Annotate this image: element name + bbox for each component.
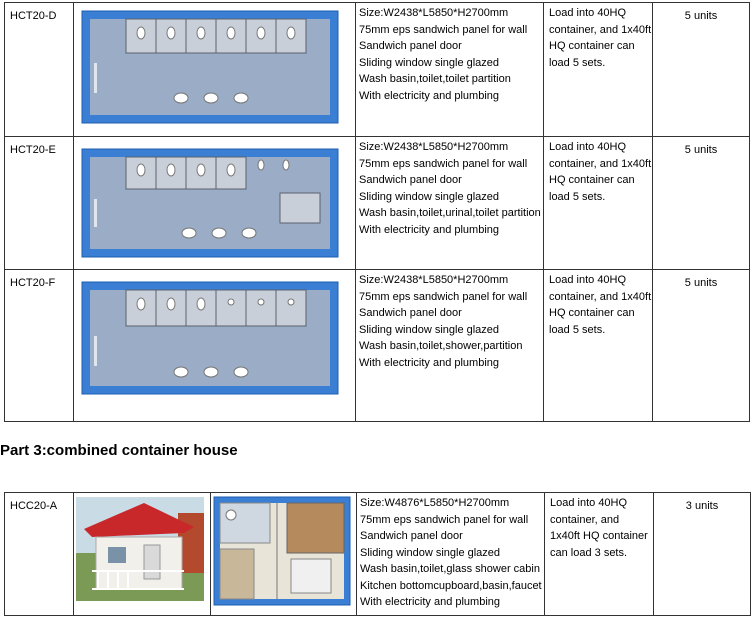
loading-line: HQ container can [549, 307, 635, 319]
loading-line: load 5 sets. [549, 56, 606, 69]
unit-count: 5 units [652, 2, 750, 137]
loading-line: 1x40ft HQ container [550, 530, 648, 542]
spec-line: Size:W2438*L5850*H2700mm [359, 141, 509, 153]
spec-line: Size:W4876*L5850*H2700mm [360, 497, 510, 509]
unit-count: 5 units [652, 136, 750, 270]
spec-line: Wash basin,toilet,urinal,toilet partitio… [359, 207, 541, 219]
loading-line: Load into 40HQ [550, 497, 628, 509]
spec-line: With electricity and plumbing [359, 89, 500, 102]
loading-line: container, and [550, 513, 620, 526]
loading-line: load 5 sets. [549, 190, 606, 203]
combined-house-table: HCC20-A [4, 492, 751, 616]
spec-line: Sliding window single glazed [360, 546, 501, 559]
spec-line: Sliding window single glazed [359, 323, 500, 336]
spec-line: Size:W2438*L5850*H2700mm [359, 274, 509, 286]
loading-info: Load into 40HQ container, and 1x40ft HQ … [543, 136, 653, 270]
section-title: Part 3:combined container house [0, 442, 238, 459]
spec-line: 75mm eps sandwich panel for wall [359, 290, 528, 303]
loading-line: container, and 1x40ft [549, 23, 652, 36]
loading-line: can load 3 sets. [550, 546, 628, 559]
loading-line: HQ container can [549, 40, 635, 52]
table-row: HCT20-F Size:W2438*L5850*H2700mm [4, 269, 750, 422]
loading-line: Load into 40HQ [549, 274, 627, 286]
loading-line: container, and 1x40ft [549, 157, 652, 170]
unit-count: 3 units [653, 492, 751, 616]
spec-list: Size:W2438*L5850*H2700mm 75mm eps sandwi… [355, 136, 544, 270]
model-code: HCT20-D [4, 2, 74, 137]
spec-line: With electricity and plumbing [360, 596, 501, 608]
table-row: HCT20-E Size:W2438*L5850*H2700mm [4, 136, 750, 270]
spec-line: Sandwich panel door [359, 174, 462, 186]
loading-info: Load into 40HQ container, and 1x40ft HQ … [543, 269, 653, 422]
spec-line: With electricity and plumbing [359, 223, 500, 236]
unit-count: 5 units [652, 269, 750, 422]
loading-info: Load into 40HQ container, and 1x40ft HQ … [543, 2, 653, 137]
spec-line: Sliding window single glazed [359, 190, 500, 203]
spec-line: Sandwich panel door [359, 40, 462, 52]
model-code: HCT20-E [4, 136, 74, 270]
spec-line: Sandwich panel door [360, 530, 463, 542]
loading-line: Load into 40HQ [549, 141, 627, 153]
spec-line: Wash basin,toilet,shower,partition [359, 340, 523, 352]
table-row: HCC20-A [4, 492, 751, 616]
spec-list: Size:W4876*L5850*H2700mm 75mm eps sandwi… [356, 492, 545, 616]
spec-line: Sliding window single glazed [359, 56, 500, 69]
spec-line: Size:W2438*L5850*H2700mm [359, 7, 509, 19]
table-row: HCT20-D Size:W2438*L5850*H2700mm [4, 2, 750, 137]
loading-line: HQ container can [549, 174, 635, 186]
floorplan-image [73, 2, 356, 137]
spec-line: Wash basin,toilet,glass shower cabin [360, 563, 540, 575]
spec-line: 75mm eps sandwich panel for wall [359, 23, 528, 36]
loading-line: container, and 1x40ft [549, 290, 652, 303]
model-code: HCC20-A [4, 492, 74, 616]
spec-list: Size:W2438*L5850*H2700mm 75mm eps sandwi… [355, 2, 544, 137]
loading-line: load 5 sets. [549, 323, 606, 336]
model-code: HCT20-F [4, 269, 74, 422]
loading-info: Load into 40HQ container, and 1x40ft HQ … [544, 492, 654, 616]
spec-line: With electricity and plumbing [359, 356, 500, 369]
floorplan-image [73, 269, 356, 422]
spec-list: Size:W2438*L5850*H2700mm 75mm eps sandwi… [355, 269, 544, 422]
loading-line: Load into 40HQ [549, 7, 627, 19]
spec-line: Sandwich panel door [359, 307, 462, 319]
floorplan-image [73, 136, 356, 270]
house-photo [73, 492, 211, 616]
floorplan-image [210, 492, 357, 616]
spec-line: 75mm eps sandwich panel for wall [360, 513, 529, 526]
spec-line: Wash basin,toilet,toilet partition [359, 73, 511, 85]
spec-line: 75mm eps sandwich panel for wall [359, 157, 528, 170]
toilet-container-table: HCT20-D Size:W2438*L5850*H2700mm [4, 2, 750, 422]
spec-line: Kitchen bottomcupboard,basin,faucet [360, 579, 542, 592]
